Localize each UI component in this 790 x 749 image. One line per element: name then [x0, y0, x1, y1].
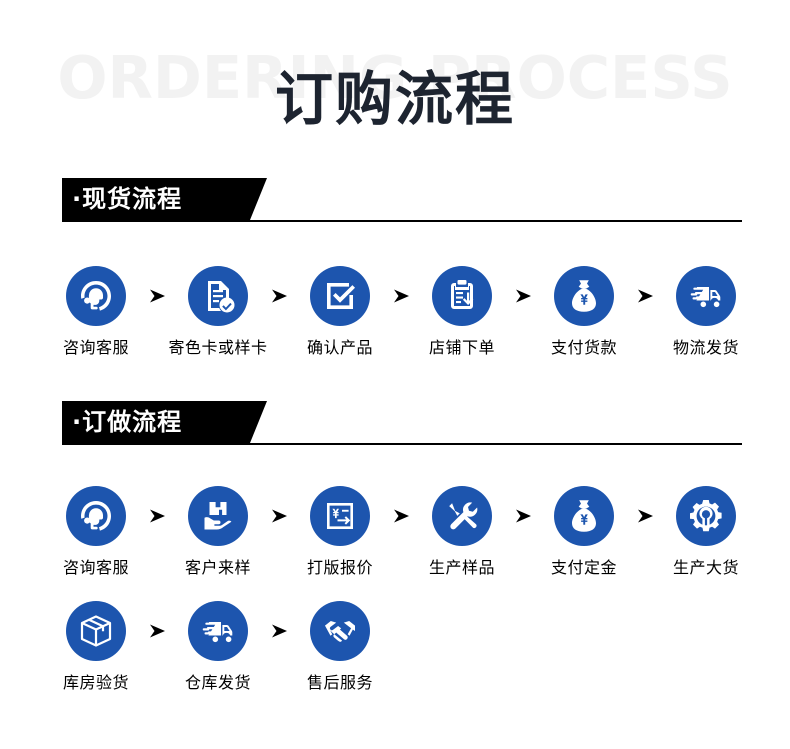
arrow-right-icon: [268, 266, 290, 326]
flow-step[interactable]: 售后服务: [290, 601, 390, 693]
flow-step-label: 支付定金: [550, 558, 617, 577]
flow-step[interactable]: 咨询客服: [46, 266, 146, 358]
section-tag-label: ·订做流程: [72, 408, 183, 436]
headset-icon: [66, 266, 126, 326]
flow-step[interactable]: 店铺下单: [412, 266, 512, 358]
ghost-title-text: ORDERING PROCESS: [57, 43, 733, 112]
arrow-right-icon: [268, 601, 290, 661]
arrow-right-icon: [634, 486, 656, 546]
flow-step-label: 仓库发货: [184, 673, 251, 692]
arrow-right-icon: [512, 266, 534, 326]
flow-step[interactable]: 物流发货: [656, 266, 756, 358]
money-bag-yen-icon: [554, 486, 614, 546]
arrow-right-icon: [268, 486, 290, 546]
flow-step[interactable]: 生产大货: [656, 486, 756, 578]
section-header-spot-goods: ·现货流程: [62, 178, 742, 226]
flow-step[interactable]: 咨询客服: [46, 486, 146, 578]
arrow-right-icon: [146, 266, 168, 326]
quote-yen-icon: [310, 486, 370, 546]
flow-step-label: 库房验货: [62, 673, 129, 692]
flow-step[interactable]: 客户来样: [168, 486, 268, 578]
section-tag-label: ·现货流程: [72, 185, 183, 213]
flow-row-custom-1: 咨询客服 客户来样 打版报价: [0, 486, 790, 581]
flow-step-label: 物流发货: [672, 338, 739, 357]
clipboard-download-icon: [432, 266, 492, 326]
flow-step[interactable]: 确认产品: [290, 266, 390, 358]
page-title: 订购流程: [274, 65, 515, 133]
page-title-block: ORDERING PROCESS 订购流程: [0, 46, 790, 136]
flow-step-label: 支付货款: [550, 338, 617, 357]
flow-step-label: 售后服务: [306, 673, 373, 692]
gear-wrench-icon: [676, 486, 736, 546]
flow-step-label: 寄色卡或样卡: [168, 338, 268, 357]
wrench-screwdriver-icon: [432, 486, 492, 546]
section-header-custom-order: ·订做流程: [62, 401, 742, 449]
flow-step[interactable]: 打版报价: [290, 486, 390, 578]
flow-row-spot-1: 咨询客服 寄色卡或样卡 确认产品: [0, 266, 790, 361]
flow-step[interactable]: 仓库发货: [168, 601, 268, 693]
hand-box-icon: [188, 486, 248, 546]
flow-step[interactable]: 支付定金: [534, 486, 634, 578]
section-rule: [62, 443, 742, 445]
arrow-right-icon: [146, 601, 168, 661]
flow-step-label: 咨询客服: [62, 558, 129, 577]
handshake-icon: [310, 601, 370, 661]
flow-step-label: 客户来样: [184, 558, 251, 577]
flow-step[interactable]: 生产样品: [412, 486, 512, 578]
flow-row-custom-2: 库房验货 仓库发货 售后服务: [0, 601, 790, 696]
delivery-truck-icon: [676, 266, 736, 326]
arrow-right-icon: [390, 266, 412, 326]
arrow-right-icon: [634, 266, 656, 326]
arrow-right-icon: [512, 486, 534, 546]
flow-step[interactable]: 库房验货: [46, 601, 146, 693]
arrow-right-icon: [146, 486, 168, 546]
section-rule: [62, 220, 742, 222]
delivery-truck-icon: [188, 601, 248, 661]
money-bag-yen-icon: [554, 266, 614, 326]
flow-step-label: 生产大货: [672, 558, 739, 577]
flow-step-label: 咨询客服: [62, 338, 129, 357]
flow-step[interactable]: 寄色卡或样卡: [168, 266, 268, 358]
flow-step-label: 店铺下单: [428, 338, 495, 357]
checkbox-check-icon: [310, 266, 370, 326]
package-box-icon: [66, 601, 126, 661]
arrow-right-icon: [390, 486, 412, 546]
flow-step-label: 生产样品: [428, 558, 495, 577]
flow-step[interactable]: 支付货款: [534, 266, 634, 358]
document-check-icon: [188, 266, 248, 326]
flow-step-label: 打版报价: [306, 558, 373, 577]
flow-step-label: 确认产品: [306, 338, 373, 357]
headset-icon: [66, 486, 126, 546]
